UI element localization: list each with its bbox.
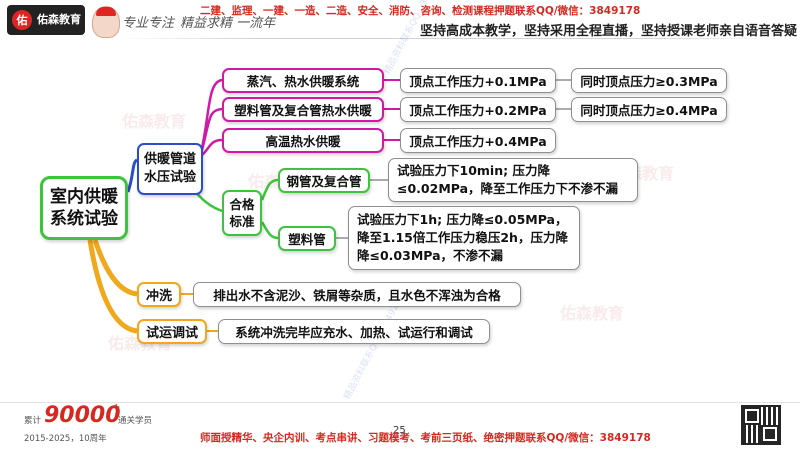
node-trial-run: 试运调试	[137, 319, 207, 344]
connector-pressure-hightemp	[201, 138, 223, 156]
node-plastic-composite: 塑料管及复合管热水供暖	[222, 97, 384, 122]
node-flush-detail-label: 排出水不含泥沙、铁屑等杂质，且水色不浑浊为合格	[213, 288, 501, 303]
node-flush-detail: 排出水不含泥沙、铁屑等杂质，且水色不浑浊为合格	[193, 282, 521, 307]
node-qualified-standard-label: 合格标准	[229, 197, 255, 229]
footer-divider	[0, 402, 800, 403]
node-steam-pressure-label: 顶点工作压力+0.1MPa	[409, 74, 547, 89]
qr-code-icon	[741, 405, 781, 445]
mindmap-root: 室内供暖系统试验	[40, 176, 128, 240]
node-steam-pressure: 顶点工作压力+0.1MPa	[400, 68, 556, 93]
footer-promo-red: 师面授精华、央企内训、考点串讲、习题模考、考前三页纸、绝密押题联系QQ/微信：3…	[200, 432, 651, 444]
node-trial-run-label: 试运调试	[145, 326, 198, 341]
node-plastic-pressure: 顶点工作压力+0.2MPa	[400, 97, 556, 122]
node-trial-detail-label: 系统冲洗完毕应充水、加热、试运行和调试	[235, 325, 473, 340]
node-high-temp-pressure-label: 顶点工作压力+0.4MPa	[409, 134, 547, 149]
logo-text: 佑森教育	[37, 13, 81, 26]
header-promo-red: 二建、监理、一建、一造、二造、安全、消防、咨询、检测课程押题联系QQ/微信：38…	[200, 5, 641, 17]
node-high-temp-pressure: 顶点工作压力+0.4MPa	[400, 128, 556, 153]
node-plastic-pipe-label: 塑料管	[288, 232, 326, 247]
node-steam-min: 同时顶点压力≥0.3MPa	[571, 68, 727, 93]
node-pressure-test-label: 供暖管道水压试验	[144, 152, 197, 185]
logo-mark-icon: 佑	[12, 10, 32, 30]
header-divider	[120, 38, 780, 39]
node-steam-min-label: 同时顶点压力≥0.3MPa	[580, 74, 718, 89]
node-qualified-standard: 合格标准	[222, 190, 262, 236]
header-promo-black: 坚持高成本教学，坚持采用全程直播，坚持授课老师亲自语音答疑	[420, 24, 798, 39]
node-steel-detail: 试验压力下10min; 压力降≤0.02MPa，降至工作压力下不渗不漏	[388, 158, 638, 202]
connector-root-trial	[87, 239, 138, 334]
node-trial-detail: 系统冲洗完毕应充水、加热、试运行和调试	[218, 319, 490, 344]
node-plastic-min-label: 同时顶点压力≥0.4MPa	[580, 103, 718, 118]
node-plastic-detail: 试验压力下1h; 压力降≤0.05MPa，降至1.15倍工作压力稳压2h，压力降…	[348, 206, 580, 270]
node-plastic-min: 同时顶点压力≥0.4MPa	[571, 97, 727, 122]
brand-logo: 佑 佑森教育	[7, 5, 85, 35]
node-plastic-pressure-label: 顶点工作压力+0.2MPa	[409, 103, 547, 118]
page-header	[0, 0, 800, 44]
footer-total-plus: +	[112, 402, 121, 413]
node-steel-detail-label: 试验压力下10min; 压力降≤0.02MPa，降至工作压力下不渗不漏	[397, 163, 619, 196]
footer-total-suffix: 通关学员	[118, 416, 153, 426]
watermark-brand: 佑森教育	[122, 112, 187, 131]
node-plastic-composite-label: 塑料管及复合管热水供暖	[234, 103, 372, 118]
page-number: 25	[393, 425, 406, 436]
node-pressure-test: 供暖管道水压试验	[137, 143, 203, 195]
connector-root-pressure	[126, 158, 138, 193]
footer-total-prefix: 累计	[24, 416, 42, 426]
footer-total-number: 90000	[44, 403, 121, 428]
root-label: 室内供暖系统试验	[50, 187, 118, 229]
node-plastic-pipe: 塑料管	[278, 226, 336, 251]
node-steel-composite-label: 钢管及复合管	[286, 174, 362, 189]
connector-qualified-plastic	[260, 221, 279, 240]
node-flush: 冲洗	[137, 282, 181, 307]
signature-right: 精益求精 一流年	[180, 16, 276, 31]
connector-qualified-steel	[260, 178, 279, 201]
footer-years: 2015-2025，10周年	[24, 434, 107, 444]
node-high-temp-label: 高温热水供暖	[265, 134, 341, 149]
node-steam-system-label: 蒸汽、热水供暖系统	[246, 74, 360, 89]
node-flush-label: 冲洗	[145, 289, 172, 304]
node-plastic-detail-label: 试验压力下1h; 压力降≤0.05MPa，降至1.15倍工作压力稳压2h，压力降…	[357, 212, 568, 263]
node-steel-composite: 钢管及复合管	[278, 168, 370, 193]
connector-root-flush	[92, 239, 138, 297]
signature-left: 专业专注	[122, 16, 175, 31]
mascot-icon	[92, 6, 120, 38]
connector-pressure-plastic	[200, 107, 223, 151]
node-high-temp: 高温热水供暖	[222, 128, 384, 153]
node-steam-system: 蒸汽、热水供暖系统	[222, 68, 384, 93]
watermark-brand: 佑森教育	[560, 304, 625, 323]
